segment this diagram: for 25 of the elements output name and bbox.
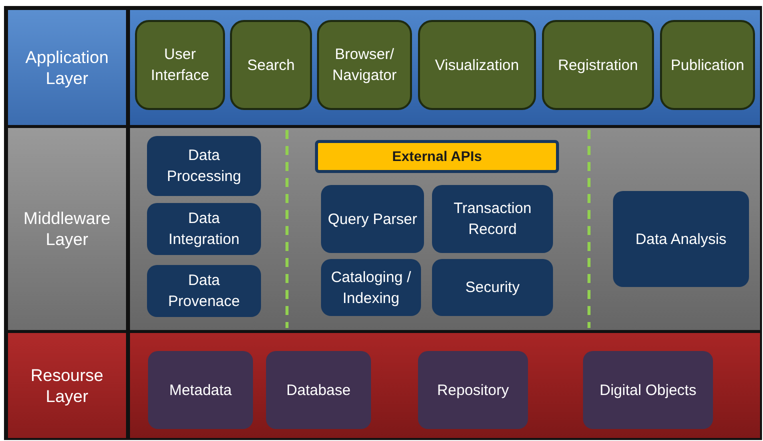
component-box: Metadata — [148, 351, 253, 429]
component-box: Security — [432, 259, 553, 316]
layer-panel — [130, 10, 760, 125]
api-bar: External APIs — [315, 140, 559, 173]
layer-panel — [130, 128, 760, 330]
component-box: Registration — [542, 20, 654, 110]
layer-label: Middleware Layer — [8, 128, 126, 330]
component-box: Search — [230, 20, 312, 110]
layer-label: Resourse Layer — [8, 333, 126, 438]
component-box: Data Integration — [147, 203, 261, 255]
component-box: Data Processing — [147, 136, 261, 196]
layer-panel — [130, 333, 760, 438]
component-box: Publication — [660, 20, 755, 110]
component-box: Query Parser — [321, 185, 424, 253]
component-box: Data Provenace — [147, 265, 261, 317]
component-box: Data Analysis — [613, 191, 749, 287]
component-box: Repository — [418, 351, 528, 429]
component-box: Database — [266, 351, 371, 429]
layer-label: Application Layer — [8, 10, 126, 125]
component-box: Browser/ Navigator — [317, 20, 412, 110]
component-box: Cataloging / Indexing — [321, 259, 421, 316]
component-box: Visualization — [418, 20, 536, 110]
component-box: User Interface — [135, 20, 225, 110]
component-box: Digital Objects — [583, 351, 713, 429]
component-box: Transaction Record — [432, 185, 553, 253]
